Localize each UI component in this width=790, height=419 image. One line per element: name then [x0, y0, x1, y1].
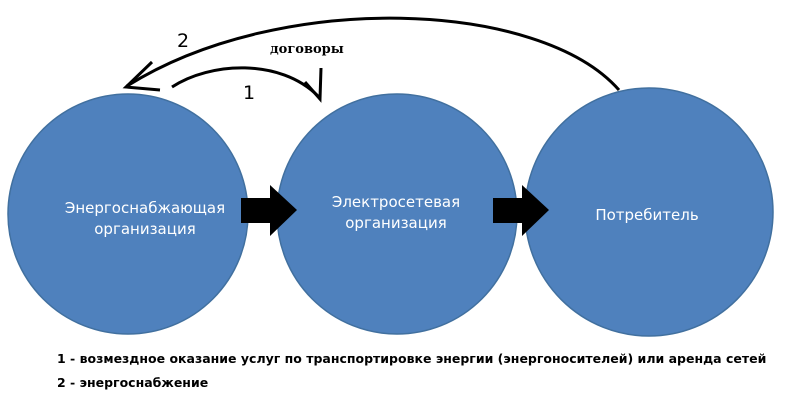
- legend-item-2: 2 - энергоснабжение: [57, 375, 209, 390]
- curve-label-2: 2: [177, 30, 189, 52]
- node-supplier-label-line1: Энергоснабжающая: [65, 199, 225, 217]
- legend-item-1: 1 - возмездное оказание услуг по транспо…: [57, 351, 767, 366]
- curve-arrow-1-head: [303, 67, 323, 103]
- curve-label-1: 1: [243, 82, 255, 104]
- contracts-label: договоры: [270, 42, 344, 57]
- node-supplier-label-line2: организация: [94, 220, 195, 238]
- block-arrow-supplier-to-grid: [241, 185, 297, 236]
- node-consumer-label: Потребитель: [595, 206, 698, 224]
- block-arrow-grid-to-consumer: [493, 185, 549, 236]
- node-grid-label-line1: Электросетевая: [332, 193, 460, 211]
- curve-arrow-2: [126, 16, 621, 91]
- curve-arrow-2-head: [122, 60, 161, 92]
- node-grid-label-line2: организация: [345, 214, 446, 232]
- curve-arrow-1: [171, 66, 320, 98]
